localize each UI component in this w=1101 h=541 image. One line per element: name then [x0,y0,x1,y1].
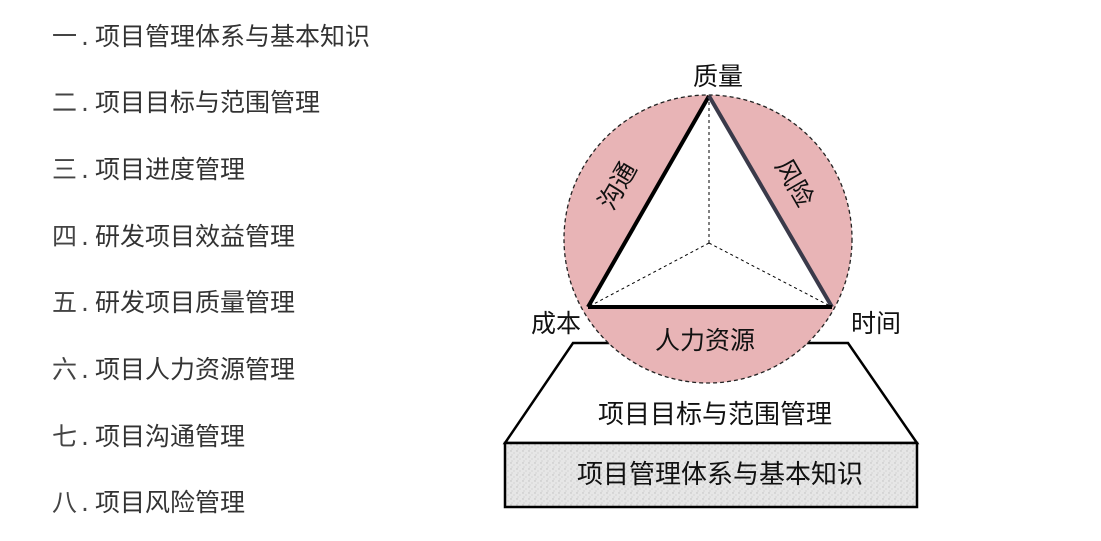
outline-item-label: 项目进度管理 [94,155,245,184]
outline-item-label: 项目人力资源管理 [94,355,295,384]
outline-item: 六.项目人力资源管理 [52,353,295,387]
outline-item-number: 四 [52,222,78,251]
outline-item-separator: . [81,355,89,384]
outline-item-separator: . [81,488,89,517]
outline-item: 三.项目进度管理 [52,153,245,187]
foundation-box [503,441,919,509]
outline-item: 一.项目管理体系与基本知识 [52,20,370,54]
edge-quality-cost [586,95,711,308]
outline-item-separator: . [81,88,89,117]
scope-trapezoid-label: 项目目标与范围管理 [598,400,832,430]
outline-item: 五.研发项目质量管理 [52,286,295,320]
outline-item-separator: . [81,422,89,451]
outline-item-number: 八 [52,488,78,517]
outline-item-number: 七 [52,422,78,451]
outline-item-number: 三 [52,155,78,184]
foundation-box-label: 项目管理体系与基本知识 [577,460,863,490]
outline-list: 一.项目管理体系与基本知识 二.项目目标与范围管理 三.项目进度管理 四.研发项… [0,0,480,541]
vertex-label-cost: 成本 [531,309,581,338]
edge-quality-time [707,94,834,309]
spoke-line [587,242,710,308]
outline-item-label: 项目管理体系与基本知识 [94,22,370,51]
outline-item-separator: . [81,22,89,51]
outline-item-separator: . [81,155,89,184]
outline-item: 七.项目沟通管理 [52,420,245,454]
pm-triangle-diagram: 项目目标与范围管理 项目管理体系与基本知识 质量 成本 时间 沟通 风险 人力资… [502,62,920,509]
outline-item-number: 六 [52,355,78,384]
outline-item-label: 研发项目质量管理 [94,288,295,317]
outline-item-label: 研发项目效益管理 [94,222,295,251]
outline-item-label: 项目目标与范围管理 [94,88,320,117]
outline-item-separator: . [81,222,89,251]
outline-item: 八.项目风险管理 [52,486,245,520]
outline-item: 二.项目目标与范围管理 [52,86,320,120]
outline-item-number: 一 [52,22,78,51]
inner-triangle [588,96,832,307]
outline-item: 四.研发项目效益管理 [52,220,295,254]
spoke-line [708,242,833,308]
vertex-label-time: 时间 [851,309,901,338]
vertex-label-quality: 质量 [693,62,743,91]
outline-item-separator: . [81,288,89,317]
outline-item-number: 二 [52,88,78,117]
outline-item-number: 五 [52,288,78,317]
outline-item-label: 项目风险管理 [94,488,245,517]
outline-item-label: 项目沟通管理 [94,422,245,451]
segment-label-hr: 人力资源 [655,326,755,355]
